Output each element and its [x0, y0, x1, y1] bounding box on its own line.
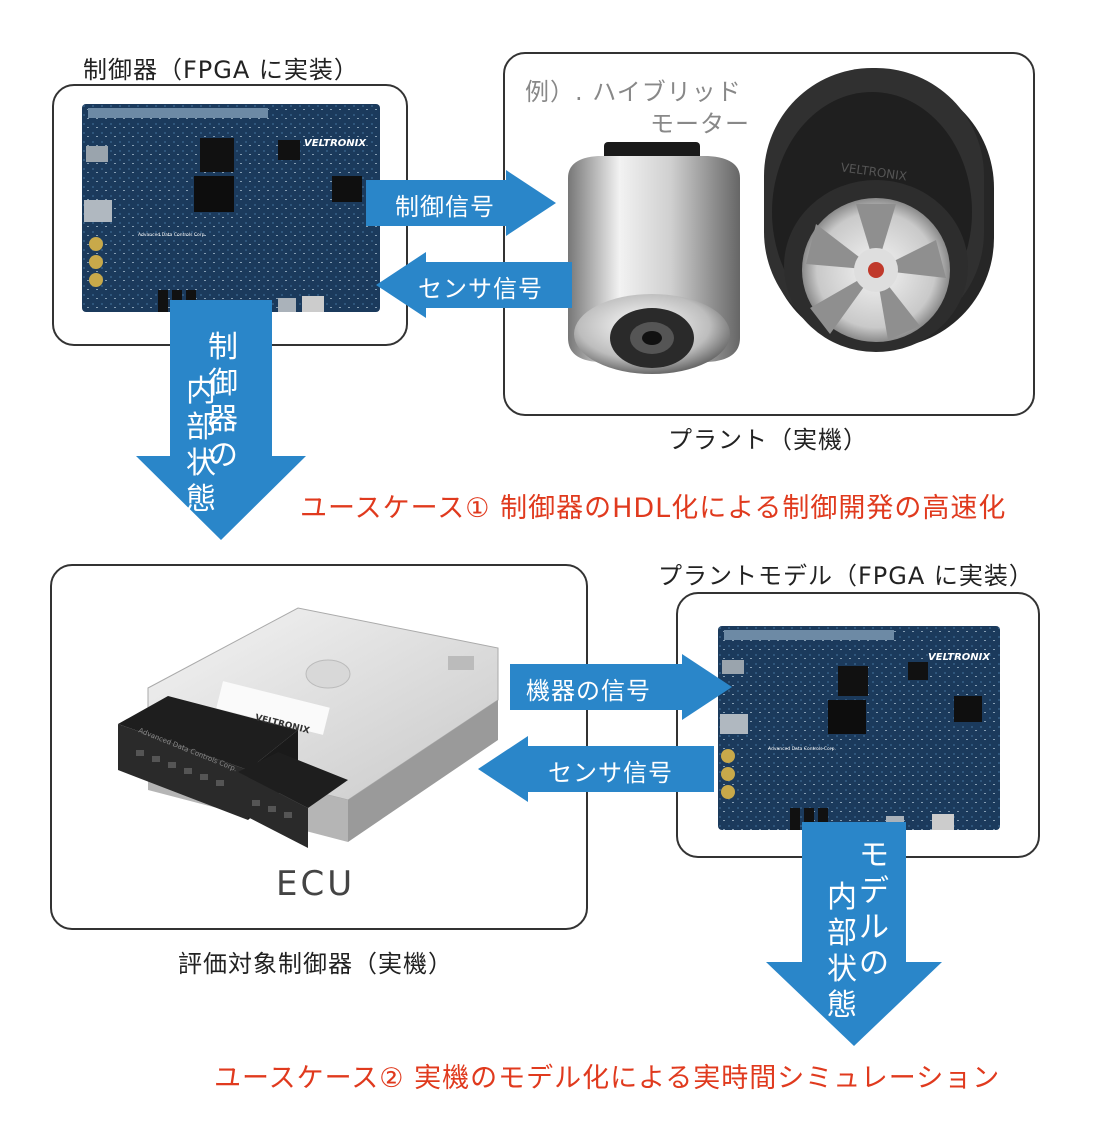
- model-state-label: モ デ ル の: [859, 838, 889, 981]
- controller-caption: 制御器（FPGA に実装）: [83, 56, 359, 84]
- device-signal-label: 機器の信号: [526, 677, 651, 705]
- controller-state-label-2: 内 部 状 態: [186, 374, 216, 517]
- device-signal-arrow: [510, 654, 732, 720]
- plant-example-line2: モーター: [650, 110, 750, 138]
- sensor-signal-label-bottom: センサ信号: [548, 759, 673, 787]
- ecu-caption: 評価対象制御器（実機）: [178, 950, 453, 978]
- plant-model-caption: プラントモデル（FPGA に実装）: [658, 562, 1034, 590]
- controller-state-arrow: [136, 300, 306, 540]
- model-state-label-2: 内 部 状 態: [827, 880, 857, 1023]
- board-sub-text: Advanced Data Controls Corp.: [138, 232, 206, 238]
- board-sub-text-2: Advanced Data Controls Corp.: [768, 746, 836, 752]
- model-state-arrow: [766, 822, 942, 1046]
- usecase-2-text: ユースケース② 実機のモデル化による実時間シミュレーション: [214, 1063, 1001, 1094]
- controller-fpga-board: VELTRONIX Advanced Data Controls Corp.: [82, 104, 380, 312]
- tire-wheel-image: VELTRONIX: [764, 68, 994, 352]
- ecu-label: ECU: [276, 864, 356, 904]
- plant-model-fpga-board: VELTRONIX Advanced Data Controls Corp.: [718, 626, 1000, 830]
- board-brand-text: VELTRONIX: [304, 138, 367, 149]
- usecase-1-text: ユースケース① 制御器のHDL化による制御開発の高速化: [300, 493, 1007, 524]
- plant-example-line1: 例）. ハイブリッド: [525, 78, 742, 106]
- ecu-device-image: VELTRONIX Advanced Data Controls Corp.: [118, 607, 499, 848]
- sensor-signal-arrow-top: [376, 252, 572, 318]
- controller-state-label: 制 御 器 の: [208, 330, 238, 473]
- board-brand-text-2: VELTRONIX: [928, 652, 991, 663]
- plant-caption: プラント（実機）: [668, 426, 868, 454]
- sensor-signal-arrow-bottom: [478, 736, 714, 802]
- sensor-signal-label-top: センサ信号: [418, 275, 543, 303]
- control-signal-label: 制御信号: [395, 193, 495, 221]
- motor-image: [568, 142, 740, 374]
- control-signal-arrow: [366, 170, 556, 236]
